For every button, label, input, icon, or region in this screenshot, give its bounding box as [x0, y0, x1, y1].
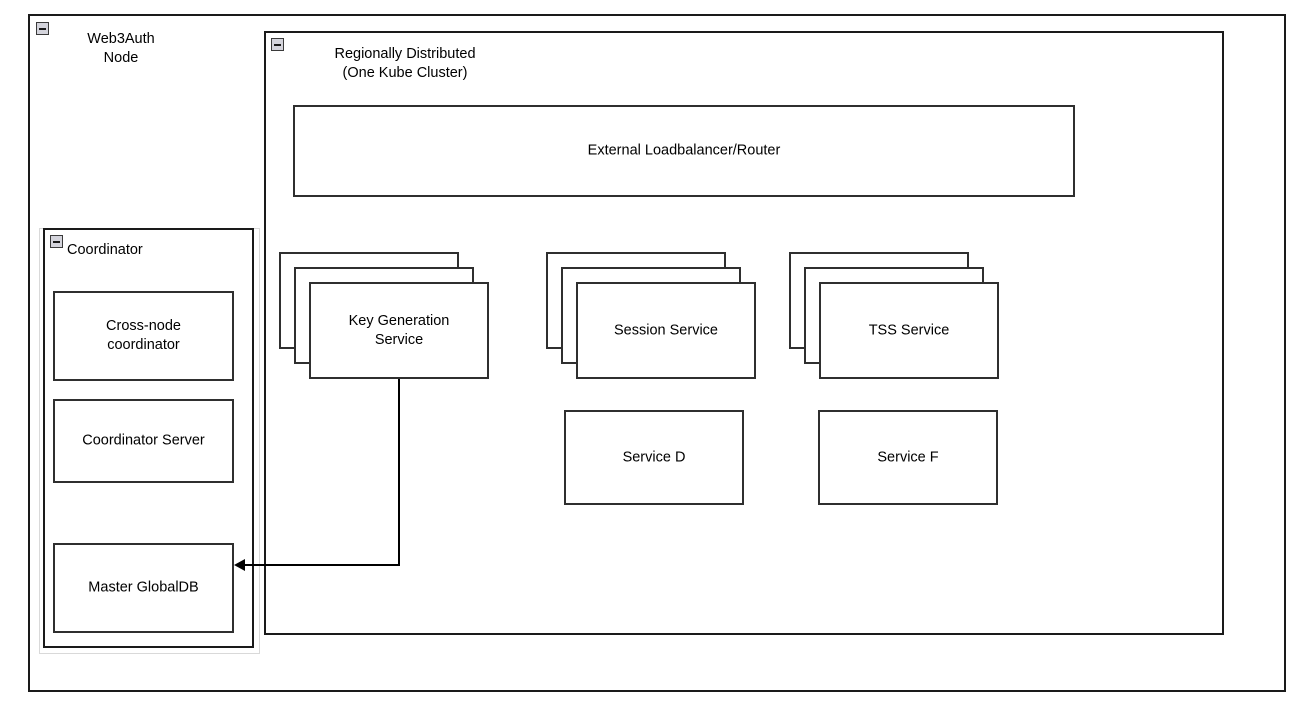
connector-keygen-to-globaldb-horizontal [244, 564, 400, 566]
connector-keygen-to-globaldb-vertical [398, 379, 400, 566]
node-label-tss-service: TSS Service [868, 322, 950, 338]
stack-session-service[interactable]: Session Service [546, 252, 756, 379]
container-label-web3auth-node: Web3Auth Node [87, 31, 155, 66]
collapse-minus-icon-web3auth-node[interactable] [36, 22, 49, 35]
node-label-session-service: Session Service [614, 322, 718, 338]
node-label-master-globaldb: Master GlobalDB [88, 579, 199, 596]
stack-tss-service[interactable]: TSS Service [789, 252, 999, 379]
node-label-key-generation-service: Key Generation Service [348, 312, 450, 348]
stack-key-generation-service[interactable]: Key Generation Service [279, 252, 489, 379]
stack-replica-front[interactable]: Session Service [576, 282, 756, 379]
node-label-coordinator-server: Coordinator Server [82, 432, 205, 449]
node-service-f[interactable]: Service F [818, 410, 998, 505]
node-label-cross-node-coordinator: Cross-node coordinator [106, 318, 181, 353]
stack-replica-front[interactable]: TSS Service [819, 282, 999, 379]
node-master-globaldb[interactable]: Master GlobalDB [53, 543, 234, 633]
node-coordinator-server[interactable]: Coordinator Server [53, 399, 234, 483]
collapse-minus-icon-regionally-distributed[interactable] [271, 38, 284, 51]
node-label-service-d: Service D [622, 449, 686, 465]
node-external-loadbalancer-router[interactable]: External Loadbalancer/Router [293, 105, 1075, 197]
node-service-d[interactable]: Service D [564, 410, 744, 505]
container-label-coordinator: Coordinator [67, 242, 143, 258]
node-label-service-f: Service F [877, 449, 939, 465]
node-cross-node-coordinator[interactable]: Cross-node coordinator [53, 291, 234, 381]
stack-replica-front[interactable]: Key Generation Service [309, 282, 489, 379]
connector-keygen-to-globaldb-arrowhead [234, 559, 245, 571]
collapse-minus-icon-coordinator[interactable] [50, 235, 63, 248]
container-label-regionally-distributed: Regionally Distributed (One Kube Cluster… [334, 46, 476, 81]
node-label-external-loadbalancer-router: External Loadbalancer/Router [587, 142, 781, 159]
